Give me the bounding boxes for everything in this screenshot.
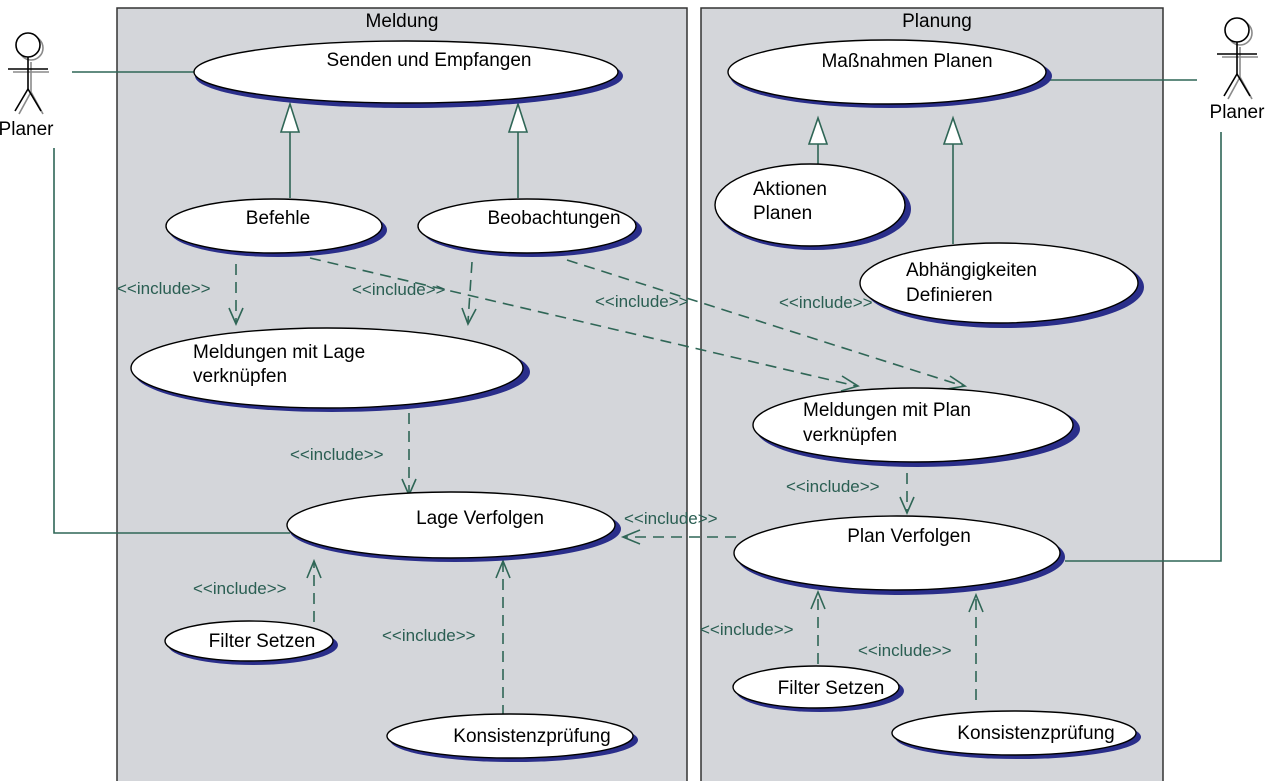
include-label: <<include>> xyxy=(352,280,446,299)
use-case-abhaengigkeiten-line1: Abhängigkeiten xyxy=(906,260,1037,281)
use-case-filter-right-label: Filter Setzen xyxy=(778,678,885,699)
association-left-lage xyxy=(53,148,290,534)
package-planung-title: Planung xyxy=(902,11,972,32)
use-case-beobachtungen-label: Beobachtungen xyxy=(487,208,620,229)
include-filter-right-plan-verfolgen xyxy=(810,589,826,664)
include-befehle-meldungen-lage xyxy=(228,264,244,326)
use-case-befehle[interactable]: Befehle xyxy=(165,198,387,257)
actor-right-figure-icon xyxy=(1217,17,1258,100)
include-beobachtungen-meldungen-lage xyxy=(461,261,477,326)
use-case-meldungen-lage-line2: verknüpfen xyxy=(193,366,287,387)
include-konsistenz-left-lage-verfolgen xyxy=(495,558,511,716)
include-beobachtungen-meldungen-plan xyxy=(566,259,968,390)
include-konsistenz-right-plan-verfolgen xyxy=(968,592,984,700)
use-case-massnahmen-planen[interactable]: Maßnahmen Planen xyxy=(727,39,1052,108)
use-case-massnahmen-label: Maßnahmen Planen xyxy=(821,51,992,72)
use-case-filter-left-label: Filter Setzen xyxy=(209,631,316,652)
use-case-lage-verfolgen-label: Lage Verfolgen xyxy=(416,508,544,529)
include-meldungen-plan-plan-verfolgen xyxy=(899,473,915,515)
use-case-abhaengigkeiten-line2: Definieren xyxy=(906,285,993,306)
use-case-aktionen-line1: Aktionen xyxy=(753,179,827,200)
include-label: <<include>> xyxy=(193,579,287,598)
use-case-konsistenz-left-label: Konsistenzprüfung xyxy=(453,726,610,747)
use-case-beobachtungen[interactable]: Beobachtungen xyxy=(417,198,642,257)
use-case-filter-setzen-right[interactable]: Filter Setzen xyxy=(732,665,904,712)
include-label: <<include>> xyxy=(382,626,476,645)
include-label: <<include>> xyxy=(595,292,689,311)
use-case-befehle-label: Befehle xyxy=(246,208,310,229)
actor-planer-left: Planer xyxy=(0,32,54,140)
actor-left-name: Planer xyxy=(0,119,54,140)
use-case-senden-label: Senden und Empfangen xyxy=(327,50,532,71)
generalization-abhaengigkeiten-massnahmen xyxy=(942,115,964,244)
use-case-konsistenz-right-label: Konsistenzprüfung xyxy=(957,723,1114,744)
use-case-lage-verfolgen[interactable]: Lage Verfolgen xyxy=(286,491,621,562)
include-label: <<include>> xyxy=(786,477,880,496)
use-case-meldungen-plan-line1: Meldungen mit Plan xyxy=(803,400,971,421)
include-label: <<include>> xyxy=(624,509,718,528)
include-label: <<include>> xyxy=(700,620,794,639)
generalization-aktionen-massnahmen xyxy=(807,115,829,166)
use-case-plan-verfolgen[interactable]: Plan Verfolgen xyxy=(733,515,1065,595)
association-right-plan xyxy=(1065,132,1222,562)
include-label: <<include>> xyxy=(117,279,211,298)
package-meldung-title: Meldung xyxy=(366,11,439,32)
actor-right-name: Planer xyxy=(1210,102,1266,123)
actor-left-figure-icon xyxy=(8,32,49,115)
use-case-senden-und-empfangen[interactable]: Senden und Empfangen xyxy=(193,40,623,108)
generalization-befehle-senden xyxy=(279,101,301,198)
use-case-meldungen-mit-lage[interactable]: Meldungen mit Lage verknüpfen xyxy=(130,327,530,412)
use-case-konsistenzpruefung-left[interactable]: Konsistenzprüfung xyxy=(386,713,638,762)
use-case-plan-verfolgen-label: Plan Verfolgen xyxy=(847,526,971,547)
include-label: <<include>> xyxy=(858,641,952,660)
use-case-meldungen-plan-line2: verknüpfen xyxy=(803,425,897,446)
use-case-aktionen-line2: Planen xyxy=(753,203,812,224)
use-case-abhaengigkeiten-definieren[interactable]: Abhängigkeiten Definieren xyxy=(859,242,1144,328)
include-befehle-meldungen-plan xyxy=(309,257,860,392)
use-case-aktionen-planen[interactable]: Aktionen Planen xyxy=(714,163,911,250)
use-case-meldungen-lage-line1: Meldungen mit Lage xyxy=(193,342,365,363)
include-label: <<include>> xyxy=(779,293,873,312)
use-case-filter-setzen-left[interactable]: Filter Setzen xyxy=(164,620,338,665)
include-filter-left-lage-verfolgen xyxy=(306,558,322,622)
use-case-konsistenzpruefung-right[interactable]: Konsistenzprüfung xyxy=(891,710,1141,759)
actor-planer-right: Planer xyxy=(1210,17,1266,123)
include-label: <<include>> xyxy=(290,445,384,464)
include-plan-verfolgen-lage-verfolgen xyxy=(620,529,736,545)
generalization-beobachtungen-senden xyxy=(507,101,529,198)
use-case-meldungen-mit-plan[interactable]: Meldungen mit Plan verknüpfen xyxy=(752,387,1080,467)
